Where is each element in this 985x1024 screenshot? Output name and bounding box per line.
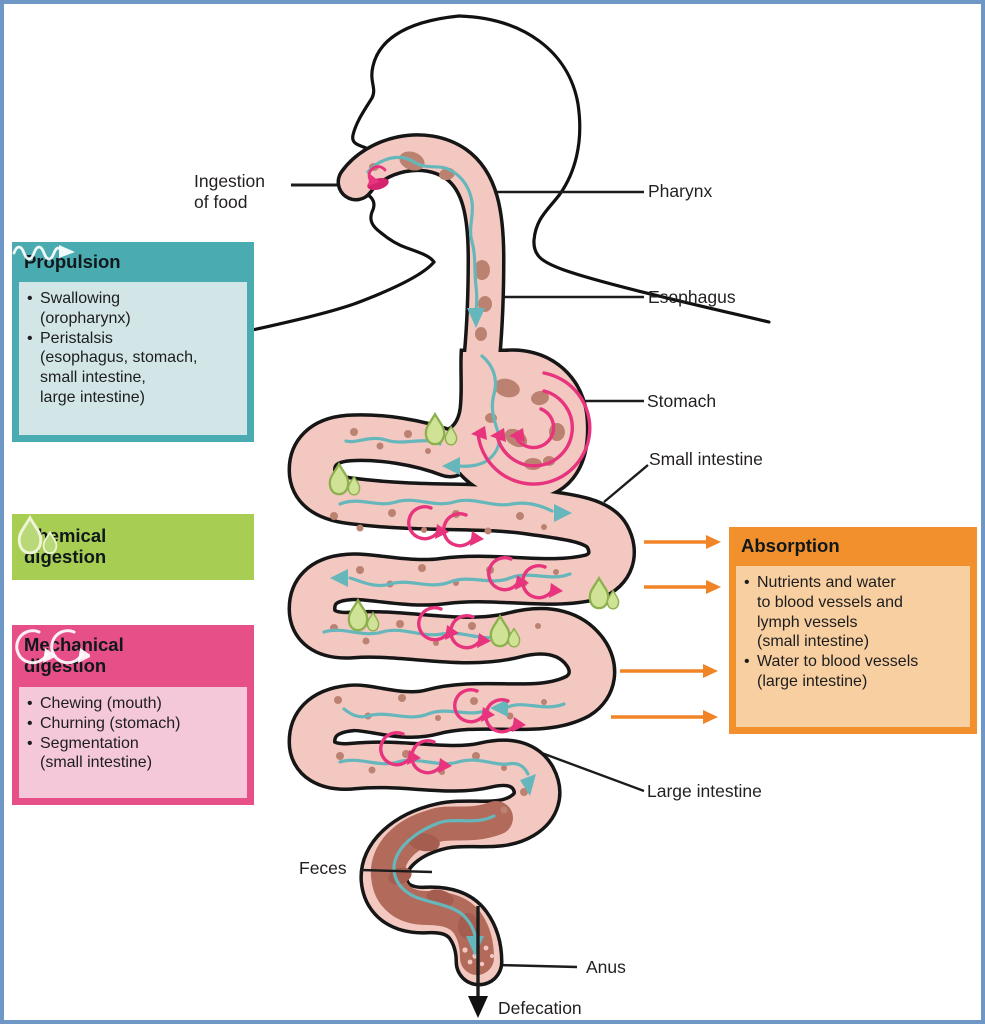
list-item: •Churning (stomach) xyxy=(27,714,181,732)
defecation-label: Defecation xyxy=(498,998,582,1018)
propulsion-title: Propulsion xyxy=(24,250,121,272)
absorption-panel: Absorption •Nutrients and water to blood… xyxy=(729,527,977,734)
esophagus-label: Esophagus xyxy=(648,287,736,307)
anatomy-graphic xyxy=(224,14,771,1018)
absorption-header: Absorption xyxy=(729,527,977,566)
droplets-icon xyxy=(17,516,58,555)
chemical-digestion-panel: Chemical digestion xyxy=(12,514,254,580)
list-item: •Chewing (mouth) xyxy=(27,695,162,712)
overlay-lines xyxy=(359,868,488,1018)
propulsion-panel: Propulsion •Swallowing (oropharynx) •Per… xyxy=(12,242,254,442)
churn-arrows xyxy=(367,165,592,775)
list-item: •Peristalsis (esophagus, stomach, small … xyxy=(27,329,198,407)
anus-label: Anus xyxy=(586,957,626,977)
digestive-tract xyxy=(287,133,636,987)
propulsion-header: Propulsion xyxy=(12,242,254,282)
absorption-arrows xyxy=(611,535,721,724)
feces-label: Feces xyxy=(299,858,347,878)
list-item: •Water to blood vessels (large intestine… xyxy=(744,653,919,691)
chemical-header: Chemical digestion xyxy=(12,514,254,580)
absorption-body: •Nutrients and water to blood vessels an… xyxy=(736,566,970,727)
list-item: •Swallowing (oropharynx) xyxy=(27,290,131,327)
large-intestine-label: Large intestine xyxy=(647,781,762,801)
pharynx-label: Pharynx xyxy=(648,181,713,201)
list-item: •Nutrients and water to blood vessels an… xyxy=(744,574,903,651)
feces-leader-line xyxy=(359,868,433,874)
small-intestine-leader-line xyxy=(603,464,649,503)
food-particles xyxy=(330,151,565,814)
intestine-tube xyxy=(291,416,633,983)
mechanical-digestion-panel: Mechanical digestion •Chewing (mouth) •C… xyxy=(12,625,254,805)
small-intestine-label: Small intestine xyxy=(649,449,763,469)
wave-arrow-icon xyxy=(12,245,75,261)
stomach-label: Stomach xyxy=(647,391,717,411)
large-intestine-leader-line xyxy=(538,750,645,793)
defecation-arrow xyxy=(468,906,488,1018)
propulsion-body: •Swallowing (oropharynx) •Peristalsis (e… xyxy=(19,282,247,435)
absorption-title: Absorption xyxy=(741,535,840,557)
churn-arrows-icon xyxy=(15,629,90,665)
ingestion-label: Ingestion of food xyxy=(194,171,266,212)
mechanical-header: Mechanical digestion xyxy=(12,625,254,687)
list-item: •Segmentation (small intestine) xyxy=(27,734,153,772)
mechanical-body: •Chewing (mouth) •Churning (stomach) •Se… xyxy=(19,687,247,798)
anus-leader-line xyxy=(497,963,578,969)
